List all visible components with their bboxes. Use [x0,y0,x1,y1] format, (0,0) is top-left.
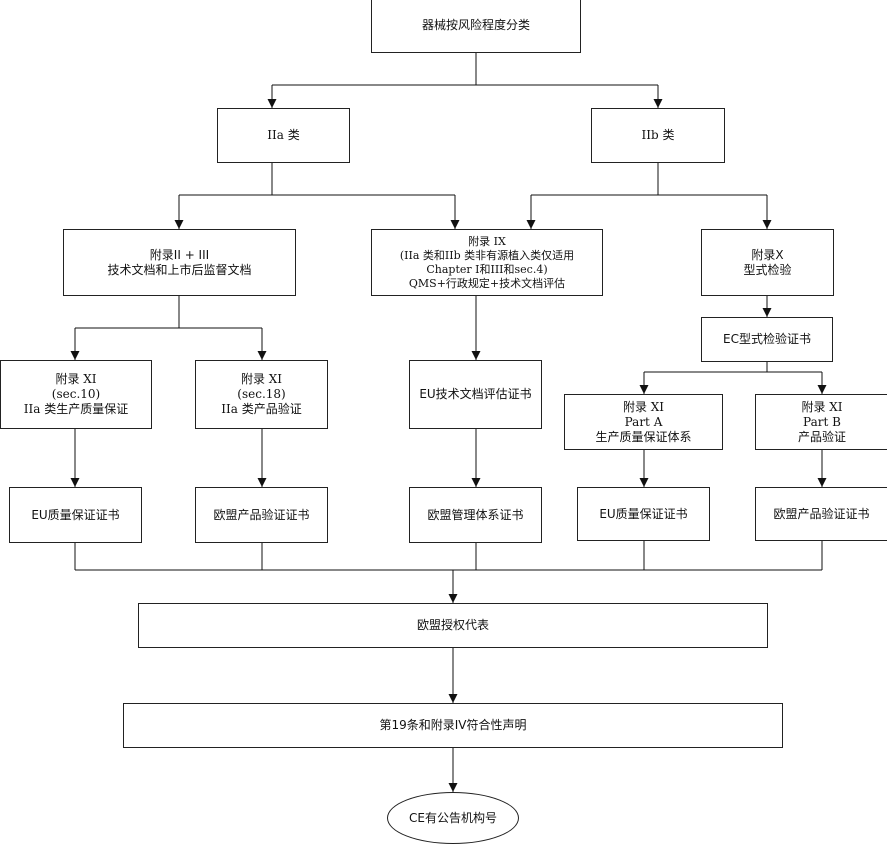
node-eu-qa-cert-left: EU质量保证证书 [9,487,142,543]
node-class-iia: IIa 类 [217,108,350,163]
node-device-risk-classification: 器械按风险程度分类 [371,0,581,53]
node-annex-10: 附录X 型式检验 [701,229,834,296]
node-annex-11-part-a: 附录 XI Part A 生产质量保证体系 [564,394,723,450]
node-annex-11-part-b: 附录 XI Part B 产品验证 [755,394,887,450]
node-ce-mark-notified-body: CE有公告机构号 [387,792,519,844]
node-annex-2-3: 附录II + III 技术文档和上市后监督文档 [63,229,296,296]
node-declaration-of-conformity: 第19条和附录IV符合性声明 [123,703,783,748]
node-eu-product-cert-right: 欧盟产品验证证书 [755,487,887,541]
node-annex-11-sec10: 附录 XI (sec.10) IIa 类生产质量保证 [0,360,152,429]
node-eu-mgmt-system-cert: 欧盟管理体系证书 [409,487,542,543]
node-eu-tech-doc-cert: EU技术文档评估证书 [409,360,542,429]
node-annex-11-sec18: 附录 XI (sec.18) IIa 类产品验证 [195,360,328,429]
node-eu-qa-cert-right: EU质量保证证书 [577,487,710,541]
node-ec-type-examination-cert: EC型式检验证书 [701,317,833,362]
node-eu-authorized-representative: 欧盟授权代表 [138,603,768,648]
node-eu-product-cert-left: 欧盟产品验证证书 [195,487,328,543]
node-annex-9: 附录 IX (IIa 类和IIb 类非有源植入类仅适用 Chapter I和II… [371,229,603,296]
node-class-iib: IIb 类 [591,108,725,163]
